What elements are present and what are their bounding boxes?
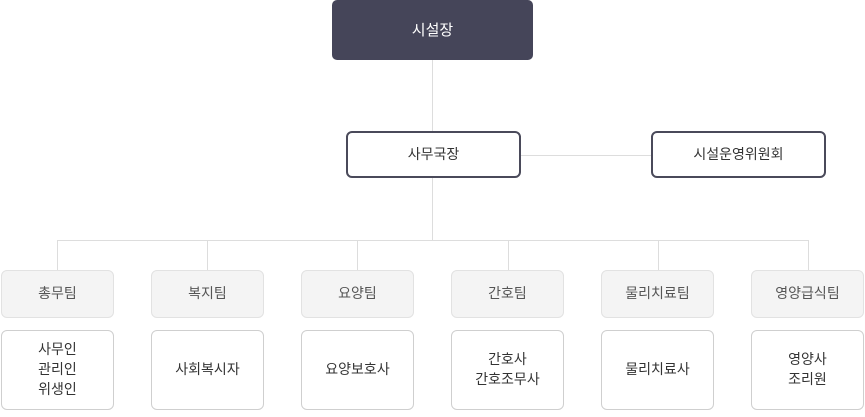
staff-label: 간호조무사 (475, 372, 540, 388)
team-label: 총무팀 (38, 286, 77, 302)
facility-director-box: 시설장 (332, 0, 533, 60)
connector-drop-team-1 (57, 240, 58, 270)
staff-box-care: 요양보호사 (301, 330, 414, 410)
team-box-physical-therapy: 물리치료팀 (601, 270, 714, 318)
team-label: 간호팀 (488, 286, 527, 302)
secretary-general-box: 사무국장 (346, 131, 521, 178)
connector-drop-team-4 (508, 240, 509, 270)
staff-label: 사회복시자 (175, 362, 240, 378)
staff-label: 조리원 (788, 372, 827, 388)
staff-box-general-affairs: 사무인 관리인 위생인 (1, 330, 114, 410)
team-box-nursing: 간호팀 (451, 270, 564, 318)
team-box-care: 요양팀 (301, 270, 414, 318)
staff-box-nursing: 간호사 간호조무사 (451, 330, 564, 410)
operating-committee-label: 시설운영위원회 (693, 146, 784, 163)
secretary-general-label: 사무국장 (407, 146, 460, 163)
staff-label: 간호사 (488, 352, 527, 368)
connector-drop-team-6 (808, 240, 809, 270)
team-box-general-affairs: 총무팀 (1, 270, 114, 318)
connector-secretary-to-committee (520, 155, 652, 156)
connector-head-to-secretary (432, 60, 433, 131)
connector-drop-team-2 (207, 240, 208, 270)
team-label: 요양팀 (338, 286, 377, 302)
operating-committee-box: 시설운영위원회 (651, 131, 826, 178)
staff-label: 사무인 (38, 342, 77, 358)
facility-director-label: 시설장 (411, 21, 454, 39)
connector-team-bus (57, 240, 809, 241)
team-label: 복지팀 (188, 286, 227, 302)
connector-secretary-to-teams (432, 178, 433, 240)
staff-label: 물리치료사 (625, 362, 690, 378)
connector-drop-team-3 (357, 240, 358, 270)
staff-label: 관리인 (38, 362, 77, 378)
staff-label: 요양보호사 (325, 362, 390, 378)
team-label: 영양급식팀 (775, 286, 840, 302)
staff-box-physical-therapy: 물리치료사 (601, 330, 714, 410)
staff-label: 위생인 (38, 382, 77, 398)
staff-box-nutrition: 영양사 조리원 (751, 330, 864, 410)
team-box-welfare: 복지팀 (151, 270, 264, 318)
staff-box-welfare: 사회복시자 (151, 330, 264, 410)
team-label: 물리치료팀 (625, 286, 690, 302)
staff-label: 영양사 (788, 352, 827, 368)
connector-drop-team-5 (658, 240, 659, 270)
team-box-nutrition: 영양급식팀 (751, 270, 864, 318)
